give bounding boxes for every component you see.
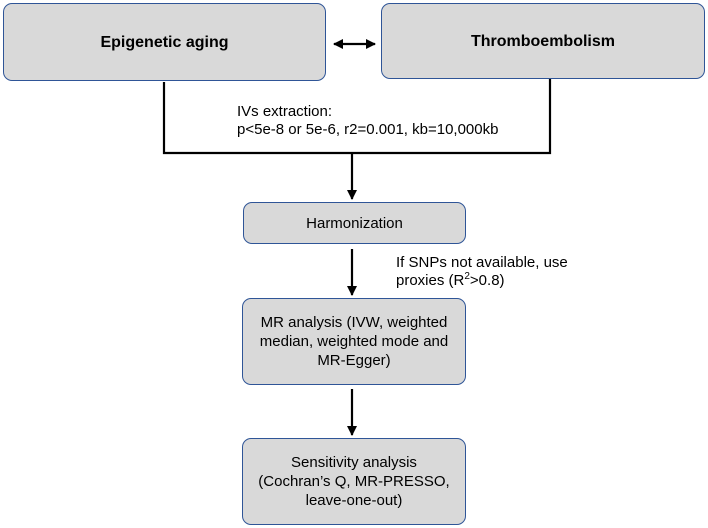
- proxies-note-line1: If SNPs not available, use: [396, 254, 568, 271]
- ivs-extraction-params: p<5e-8 or 5e-6, r2=0.001, kb=10,000kb: [237, 121, 499, 138]
- merge-bracket-line: [162, 79, 552, 155]
- sensitivity-analysis-box: Sensitivity analysis (Cochran’s Q, MR-PR…: [242, 438, 466, 525]
- proxies-note-prefix: proxies (R: [396, 272, 465, 289]
- sensitivity-analysis-label: Sensitivity analysis (Cochran’s Q, MR-PR…: [258, 454, 450, 509]
- proxies-note: If SNPs not available, use proxies (R2>0…: [396, 254, 568, 290]
- mr-analysis-box: MR analysis (IVW, weighted median, weigh…: [242, 298, 466, 385]
- ivs-extraction-note: IVs extraction: p<5e-8 or 5e-6, r2=0.001…: [237, 103, 498, 139]
- thromboembolism-label: Thromboembolism: [470, 32, 615, 50]
- ivs-extraction-title: IVs extraction:: [237, 103, 333, 120]
- harmonization-label: Harmonization: [306, 214, 403, 232]
- harmonization-box: Harmonization: [243, 202, 466, 244]
- epigenetic-aging-label: Epigenetic aging: [100, 33, 229, 51]
- mr-analysis-label: MR analysis (IVW, weighted median, weigh…: [259, 314, 449, 369]
- proxies-note-superscript: 2: [464, 271, 470, 282]
- thromboembolism-box: Thromboembolism: [381, 3, 705, 79]
- proxies-note-suffix: >0.8): [469, 272, 505, 289]
- epigenetic-aging-box: Epigenetic aging: [3, 3, 326, 81]
- proxies-note-line2: proxies (R2>0.8): [396, 272, 568, 290]
